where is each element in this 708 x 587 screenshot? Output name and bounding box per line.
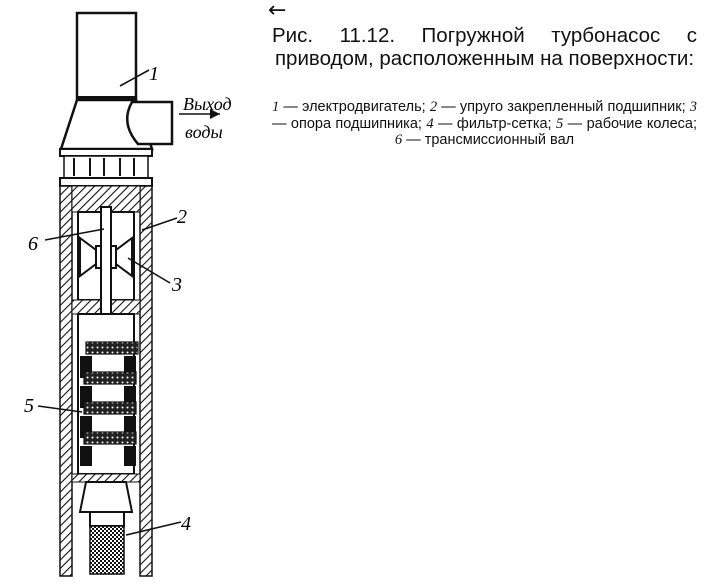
figure-caption: Рис. 11.12. Погружной турбонасос с приво…	[272, 24, 697, 70]
impeller-stack	[80, 341, 139, 466]
label-elastic-bearing: 2	[177, 206, 187, 228]
label-motor: 1	[149, 63, 159, 85]
legend-item: 2 — упруго закрепленный подшипник;	[429, 99, 686, 115]
label-shaft: 6	[28, 233, 38, 255]
legend-item: 6 — трансмиссионный вал	[394, 132, 575, 148]
legend-item: 3 — опора подшипника;	[272, 99, 697, 132]
label-impellers: 5	[24, 395, 34, 417]
label-outlet-line2: воды	[185, 122, 223, 142]
figure-legend: 1 — электродвигатель; 2 — упруго закрепл…	[272, 99, 697, 149]
legend-item: 5 — рабочие колеса;	[556, 115, 697, 132]
label-outlet-line1: Выход	[183, 94, 232, 114]
right-casing-wall	[139, 185, 153, 577]
filter-cone	[78, 481, 134, 513]
outlet-pipe	[125, 100, 174, 146]
left-casing-wall	[59, 185, 73, 577]
filter-mesh	[89, 525, 125, 575]
legend-item: 4 — фильтр-сетка;	[426, 115, 552, 132]
legend-item: 1 — электродвигатель;	[272, 99, 426, 115]
label-filter: 4	[181, 513, 191, 535]
label-bearing-support: 3	[171, 274, 182, 296]
caption-arrow: ←	[268, 0, 287, 23]
motor-body	[75, 11, 138, 101]
